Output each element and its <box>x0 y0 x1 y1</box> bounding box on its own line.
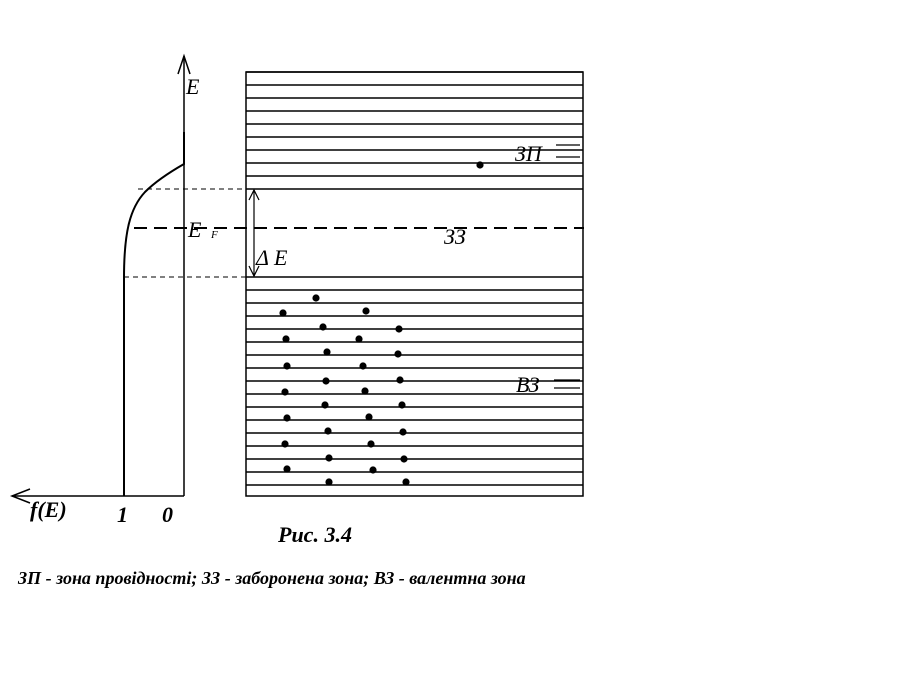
electron <box>282 335 290 343</box>
electron <box>312 294 320 302</box>
fE-axis-label: f(E) <box>30 497 67 522</box>
electron <box>283 362 291 370</box>
electron <box>400 455 408 463</box>
electron <box>283 414 291 422</box>
electron <box>395 325 403 333</box>
fE-axis <box>9 488 184 504</box>
electron <box>399 428 407 436</box>
electron <box>355 335 363 343</box>
label-leaders <box>554 144 580 389</box>
valence-band-label: ВЗ <box>516 372 540 397</box>
tick-one-label: 1 <box>117 502 128 527</box>
electron <box>402 478 410 486</box>
fermi-level-subscript: F <box>210 229 218 241</box>
electron <box>365 413 373 421</box>
electrons <box>279 161 484 486</box>
electron <box>362 307 370 315</box>
electron <box>322 377 330 385</box>
fermi-level-label: E <box>187 217 202 242</box>
figure-legend: ЗП - зона провідності; ЗЗ - заборонена з… <box>18 568 526 588</box>
electron <box>476 161 484 169</box>
electron <box>323 348 331 356</box>
electron <box>359 362 367 370</box>
electron <box>396 376 404 384</box>
energy-axis <box>177 53 191 496</box>
figure-caption: Рис. 3.4 <box>278 522 352 547</box>
valence-band-levels <box>246 276 583 486</box>
electron <box>281 388 289 396</box>
fermi-distribution-curve <box>123 132 185 496</box>
electron <box>367 440 375 448</box>
forbidden-band-label: ЗЗ <box>444 224 466 249</box>
electron <box>321 401 329 409</box>
electron <box>281 440 289 448</box>
electron <box>369 466 377 474</box>
electron <box>325 478 333 486</box>
energy-axis-label: E <box>185 74 200 99</box>
electron <box>319 323 327 331</box>
electron <box>325 454 333 462</box>
gap-width-arrow <box>248 188 260 278</box>
electron <box>283 465 291 473</box>
electron <box>324 427 332 435</box>
electron <box>279 309 287 317</box>
tick-zero-label: 0 <box>162 502 173 527</box>
conduction-band-levels <box>246 71 583 190</box>
gap-width-label: Δ E <box>255 245 288 270</box>
electron <box>398 401 406 409</box>
electron <box>394 350 402 358</box>
conduction-band-label: ЗП <box>515 141 543 166</box>
electron <box>361 387 369 395</box>
guide-lines <box>124 188 246 278</box>
